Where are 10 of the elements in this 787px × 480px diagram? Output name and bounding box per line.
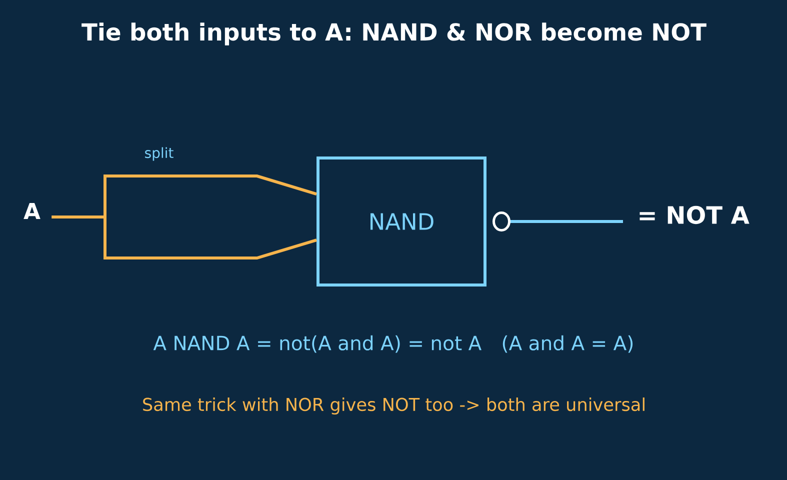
signal-label: A: [24, 202, 40, 220]
gate-box: NAND: [316, 156, 486, 286]
formula-text: A NAND A = not(A and A) = not A: [153, 335, 482, 353]
edge-label: split: [145, 147, 174, 161]
wire: [52, 216, 317, 260]
note-text: Same trick with NOR gives NOT too -> both are universal: [143, 398, 644, 415]
formula-text: (A and A = A): [502, 335, 633, 353]
output-label: = NOT A: [640, 206, 750, 224]
title: Tie both inputs to A: NAND & NOR become NOT: [82, 22, 706, 46]
wire: [492, 212, 623, 232]
